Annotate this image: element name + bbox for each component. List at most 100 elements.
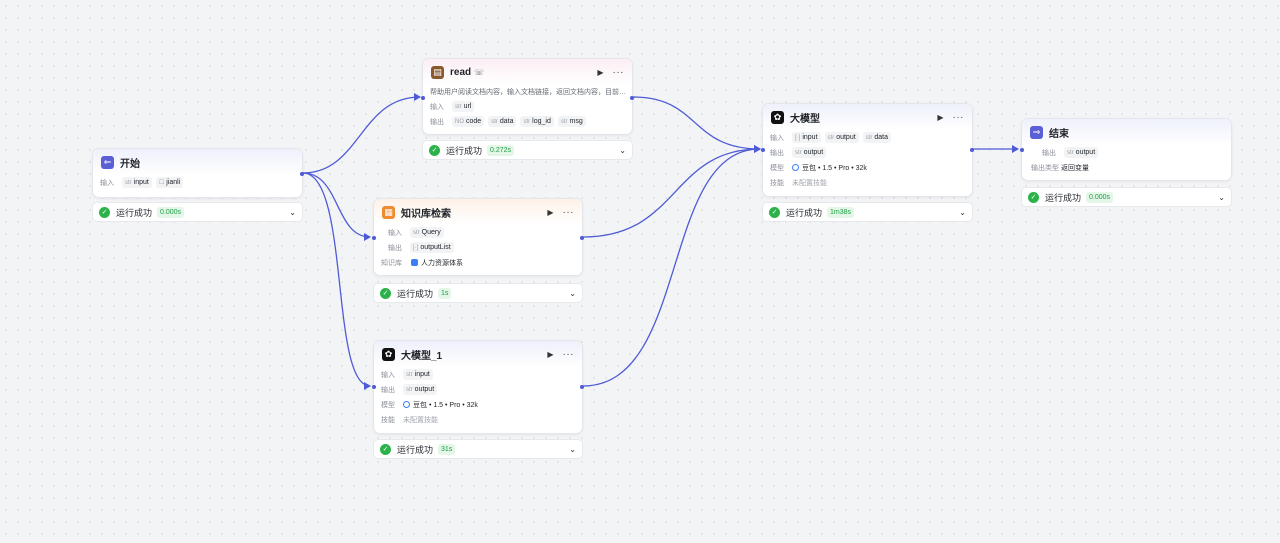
check-circle-icon: ✓	[1028, 191, 1039, 203]
llm-icon: ✿	[771, 110, 784, 124]
check-circle-icon: ✓	[380, 287, 391, 299]
database-icon	[411, 259, 418, 266]
output-label: 输出	[388, 244, 402, 252]
status-text: 运行成功	[446, 145, 483, 156]
play-icon[interactable]: ▶	[937, 112, 944, 122]
skill-label: 技能	[770, 179, 784, 187]
output-port[interactable]	[580, 385, 584, 389]
input-label: 输入	[430, 103, 444, 111]
more-icon[interactable]: ···	[562, 348, 574, 360]
input-port[interactable]	[372, 385, 376, 389]
model-label: 模型	[381, 401, 395, 409]
more-icon[interactable]: ···	[612, 66, 624, 78]
input-port[interactable]	[372, 236, 376, 240]
play-icon[interactable]: ▶	[597, 67, 604, 77]
output-port[interactable]	[300, 172, 304, 176]
output-type-label: 输出类型	[1031, 164, 1059, 172]
more-icon[interactable]: ···	[562, 206, 574, 218]
output-port[interactable]	[630, 96, 634, 100]
skill-label: 技能	[381, 416, 395, 424]
play-icon[interactable]: ▶	[547, 207, 554, 217]
param-tag: [·]outputList	[410, 242, 454, 253]
input-port[interactable]	[761, 148, 765, 152]
time-badge: 0.000s	[1086, 191, 1114, 203]
start-icon: ⇐	[101, 155, 114, 169]
input-port[interactable]	[421, 96, 425, 100]
check-circle-icon: ✓	[99, 206, 110, 218]
run-status-bar[interactable]: ✓ 运行成功 0.000s ⌄	[92, 202, 303, 222]
edge-start-read	[302, 93, 421, 174]
node-title: 结束	[1049, 128, 1069, 140]
status-text: 运行成功	[116, 207, 153, 218]
run-status-bar[interactable]: ✓ 运行成功 1s ⌄	[373, 283, 583, 303]
knowledge-base-icon: ▦	[382, 205, 395, 219]
read-plugin-icon: ▤	[431, 65, 444, 79]
doubao-icon	[403, 401, 410, 408]
play-icon[interactable]: ▶	[547, 349, 554, 359]
input-label: 输入	[770, 134, 784, 142]
run-status-bar[interactable]: ✓ 运行成功 31s ⌄	[373, 439, 583, 459]
node-title: 大模型	[790, 113, 820, 125]
input-label: 输入	[100, 179, 114, 187]
model-label: 模型	[770, 164, 784, 172]
chevron-down-icon[interactable]: ⌄	[619, 145, 626, 155]
output-type-value: 返回变量	[1061, 164, 1089, 172]
time-badge: 0.272s	[487, 144, 515, 156]
node-description: 帮助用户阅读文档内容，输入文档链接，返回文档内容，目前…	[430, 89, 626, 96]
status-text: 运行成功	[397, 444, 434, 455]
time-badge: 1m38s	[827, 206, 855, 218]
knowledge-base-label: 知识库	[381, 259, 402, 267]
model-name: 豆包 • 1.5 • Pro • 32k	[413, 401, 478, 409]
status-text: 运行成功	[1045, 192, 1082, 203]
input-label: 输入	[388, 229, 402, 237]
doubao-icon	[792, 164, 799, 171]
run-status-bar[interactable]: ✓ 运行成功 0.272s ⌄	[422, 140, 633, 160]
chevron-down-icon[interactable]: ⌄	[959, 207, 966, 217]
skill-value: 未配置技能	[403, 416, 438, 424]
read-node[interactable]: ▤ read ☏ ▶ ··· 帮助用户阅读文档内容，输入文档链接，返回文档内容，…	[421, 58, 634, 135]
status-text: 运行成功	[786, 207, 823, 218]
edge-read-llm	[632, 96, 761, 153]
input-label: 输入	[381, 371, 395, 379]
time-badge: 1s	[438, 287, 452, 299]
output-port[interactable]	[580, 236, 584, 240]
output-port[interactable]	[970, 148, 974, 152]
edge-start-kb	[302, 172, 371, 241]
check-circle-icon: ✓	[429, 144, 440, 156]
llm-icon: ✿	[382, 347, 395, 361]
chevron-down-icon[interactable]: ⌄	[569, 444, 576, 454]
time-badge: 31s	[438, 443, 456, 455]
output-label: 输出	[1042, 149, 1056, 157]
run-status-bar[interactable]: ✓ 运行成功 0.000s ⌄	[1021, 187, 1232, 207]
node-title: read	[450, 66, 472, 78]
input-port[interactable]	[1020, 148, 1024, 152]
node-title: 开始	[120, 158, 140, 170]
more-icon[interactable]: ···	[952, 111, 964, 123]
output-label: 输出	[770, 149, 784, 157]
chevron-down-icon[interactable]: ⌄	[569, 288, 576, 298]
check-circle-icon: ✓	[380, 443, 391, 455]
run-status-bar[interactable]: ✓ 运行成功 1m38s ⌄	[762, 202, 973, 222]
model-name: 豆包 • 1.5 • Pro • 32k	[802, 164, 867, 172]
chevron-down-icon[interactable]: ⌄	[1218, 192, 1225, 202]
chevron-down-icon[interactable]: ⌄	[289, 207, 296, 217]
